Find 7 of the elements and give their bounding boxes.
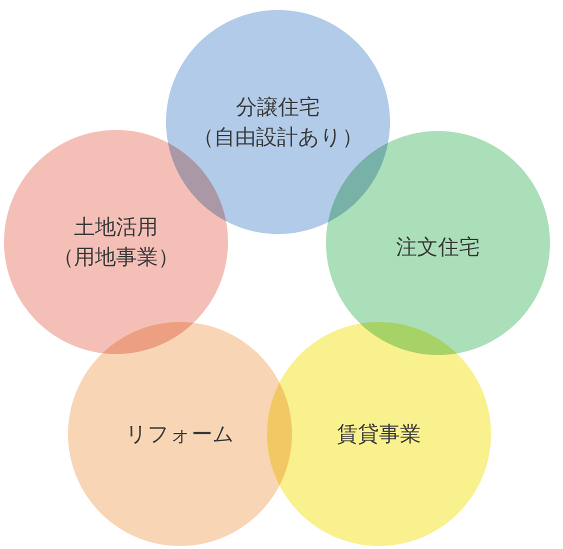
category-label: リフォーム <box>126 421 234 448</box>
category-note: （用地事業） <box>53 244 179 271</box>
category-label: 分譲住宅 <box>236 94 320 121</box>
category-note: （自由設計あり） <box>193 124 363 151</box>
category-label: 賃貸事業 <box>337 421 421 448</box>
category-label: 注文住宅 <box>396 234 480 261</box>
category-label: 土地活用 <box>74 214 158 241</box>
